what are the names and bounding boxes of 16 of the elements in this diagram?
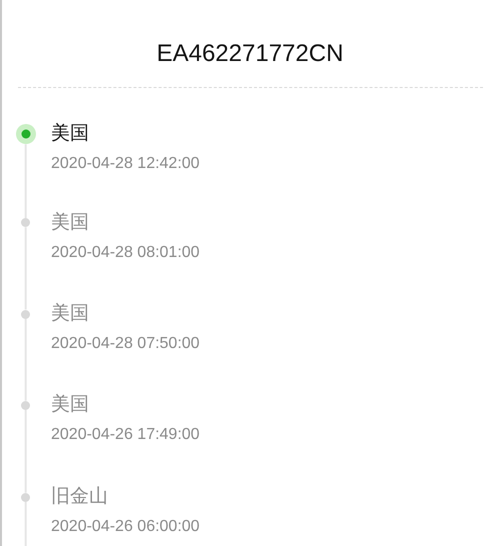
timestamp: 2020-04-26 17:49:00 bbox=[51, 425, 200, 446]
place-name: 旧金山 bbox=[51, 485, 108, 510]
timeline-dot bbox=[21, 310, 30, 318]
timestamp: 2020-04-28 07:50:00 bbox=[51, 334, 200, 354]
place-name: 美国 bbox=[51, 210, 89, 235]
timestamp: 2020-04-28 08:01:00 bbox=[51, 242, 200, 263]
timestamp: 2020-04-28 12:42:00 bbox=[51, 154, 200, 174]
timeline-dot bbox=[21, 400, 30, 410]
place-name: 美国 bbox=[51, 302, 89, 326]
place-name: 美国 bbox=[51, 393, 89, 418]
timeline-dot bbox=[21, 492, 30, 502]
tracking-number: EA462271772CN bbox=[156, 40, 344, 68]
timeline-dot bbox=[21, 218, 30, 228]
timeline-dot bbox=[16, 124, 36, 144]
timestamp: 2020-04-26 06:00:00 bbox=[51, 517, 200, 538]
place-name: 美国 bbox=[51, 122, 89, 146]
